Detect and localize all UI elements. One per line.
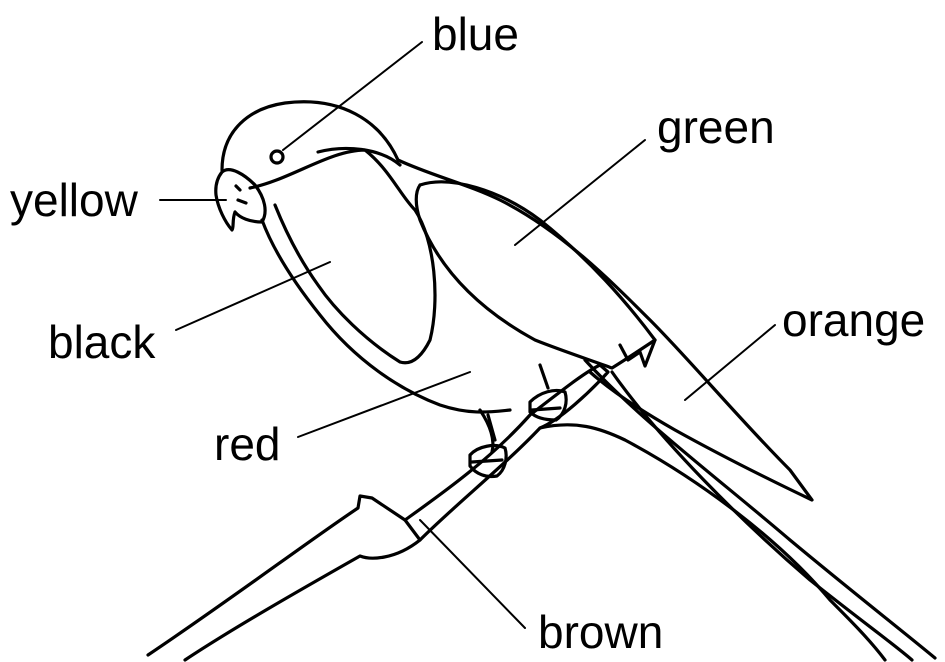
label-brown: brown [538, 606, 663, 658]
leader-blue [283, 42, 422, 150]
leader-red [298, 372, 470, 437]
label-red: red [214, 418, 280, 470]
branch [148, 365, 885, 660]
label-orange: orange [782, 294, 925, 346]
feet [470, 365, 566, 477]
parrot-body [222, 102, 812, 500]
leader-brown [420, 520, 525, 628]
label-black: black [48, 316, 156, 368]
leader-green [515, 140, 645, 245]
label-green: green [657, 101, 775, 153]
leader-orange [685, 325, 775, 400]
label-blue: blue [432, 8, 519, 60]
eye [271, 151, 283, 163]
label-yellow: yellow [10, 174, 139, 226]
